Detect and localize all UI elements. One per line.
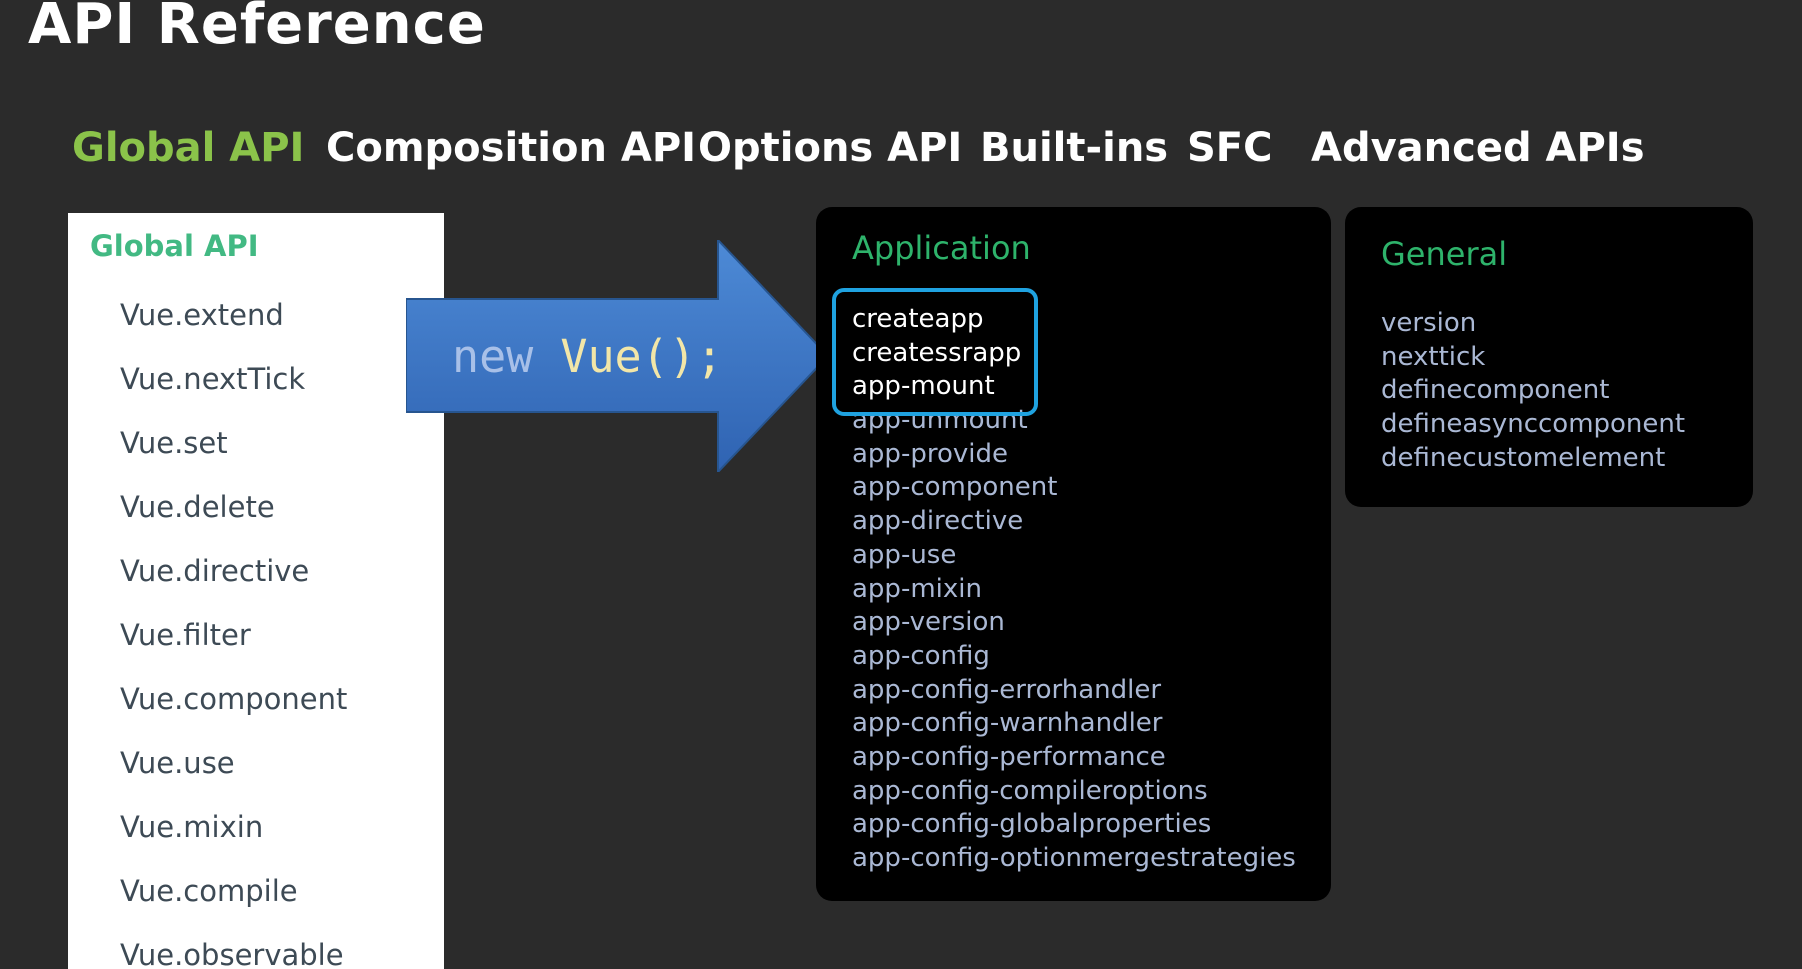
migration-arrow-icon — [406, 240, 830, 472]
sidebar-item-vue-set[interactable]: Vue.set — [120, 426, 228, 460]
application-api-panel: Application createapp createssrapp app-m… — [816, 207, 1331, 901]
api-link-defineasynccomponent[interactable]: defineasynccomponent — [1381, 409, 1686, 440]
tab-sfc[interactable]: SFC — [1187, 125, 1273, 171]
sidebar-item-vue-mixin[interactable]: Vue.mixin — [120, 810, 264, 844]
api-link-app-provide[interactable]: app-provide — [852, 438, 1008, 469]
api-link-app-config-errorhandler[interactable]: app-config-errorhandler — [852, 674, 1162, 705]
tab-built-ins[interactable]: Built-ins — [980, 125, 1169, 171]
api-link-app-version[interactable]: app-version — [852, 607, 1005, 638]
page-title: API Reference — [28, 0, 486, 57]
api-link-app-component[interactable]: app-component — [852, 472, 1058, 503]
api-link-app-directive[interactable]: app-directive — [852, 506, 1024, 537]
application-api-list: createapp createssrapp app-mount app-unm… — [852, 303, 1296, 876]
sidebar-item-vue-filter[interactable]: Vue.filter — [120, 618, 251, 652]
tab-options-api[interactable]: Options API — [698, 125, 963, 171]
sidebar-list: Vue.extend Vue.nextTick Vue.set Vue.dele… — [120, 283, 347, 969]
api-link-app-config-optionmergestrategies[interactable]: app-config-optionmergestrategies — [852, 843, 1296, 873]
sidebar-item-vue-observable[interactable]: Vue.observable — [120, 938, 344, 969]
api-link-app-unmount[interactable]: app-unmount — [852, 405, 1028, 436]
api-link-app-mount[interactable]: app-mount — [852, 371, 995, 402]
general-api-panel: General version nexttick definecomponent… — [1345, 207, 1753, 507]
api-link-app-config-compileroptions[interactable]: app-config-compileroptions — [852, 775, 1208, 806]
sidebar-item-vue-compile[interactable]: Vue.compile — [120, 874, 298, 908]
api-link-app-config-performance[interactable]: app-config-performance — [852, 741, 1166, 772]
sidebar-heading[interactable]: Global API — [90, 229, 259, 263]
api-link-app-use[interactable]: app-use — [852, 539, 957, 570]
code-keyword-new: new — [452, 330, 534, 383]
sidebar-item-vue-directive[interactable]: Vue.directive — [120, 554, 310, 588]
tab-advanced-apis[interactable]: Advanced APIs — [1311, 125, 1645, 171]
api-link-nexttick[interactable]: nexttick — [1381, 341, 1486, 372]
api-link-createapp[interactable]: createapp — [852, 304, 984, 334]
tab-composition-api[interactable]: Composition API — [326, 125, 697, 171]
api-link-createssrapp[interactable]: createssrapp — [852, 337, 1022, 368]
sidebar-item-vue-component[interactable]: Vue.component — [120, 682, 348, 716]
highlight-box — [832, 288, 1038, 416]
sidebar-item-vue-extend[interactable]: Vue.extend — [120, 298, 284, 332]
api-nav-tabs: Global API Composition API Options API B… — [0, 125, 1802, 185]
api-link-version[interactable]: version — [1381, 308, 1477, 338]
new-vue-code: new Vue(); — [452, 330, 723, 383]
api-link-app-config-warnhandler[interactable]: app-config-warnhandler — [852, 708, 1163, 739]
api-link-app-mixin[interactable]: app-mixin — [852, 573, 982, 604]
vue2-global-api-sidebar: Global API Vue.extend Vue.nextTick Vue.s… — [68, 213, 444, 969]
sidebar-item-vue-delete[interactable]: Vue.delete — [120, 490, 275, 524]
tab-global-api[interactable]: Global API — [72, 125, 305, 171]
api-link-app-config-globalproperties[interactable]: app-config-globalproperties — [852, 809, 1212, 840]
sidebar-item-vue-use[interactable]: Vue.use — [120, 746, 235, 780]
api-link-app-config[interactable]: app-config — [852, 640, 990, 671]
api-link-definecomponent[interactable]: definecomponent — [1381, 375, 1610, 406]
sidebar-item-vue-nexttick[interactable]: Vue.nextTick — [120, 362, 306, 396]
api-link-definecustomelement[interactable]: definecustomelement — [1381, 442, 1666, 473]
general-heading[interactable]: General — [1381, 235, 1508, 273]
application-heading[interactable]: Application — [852, 229, 1031, 267]
code-call-vue: Vue(); — [560, 330, 723, 383]
general-api-list: version nexttick definecomponent definea… — [1381, 307, 1685, 475]
